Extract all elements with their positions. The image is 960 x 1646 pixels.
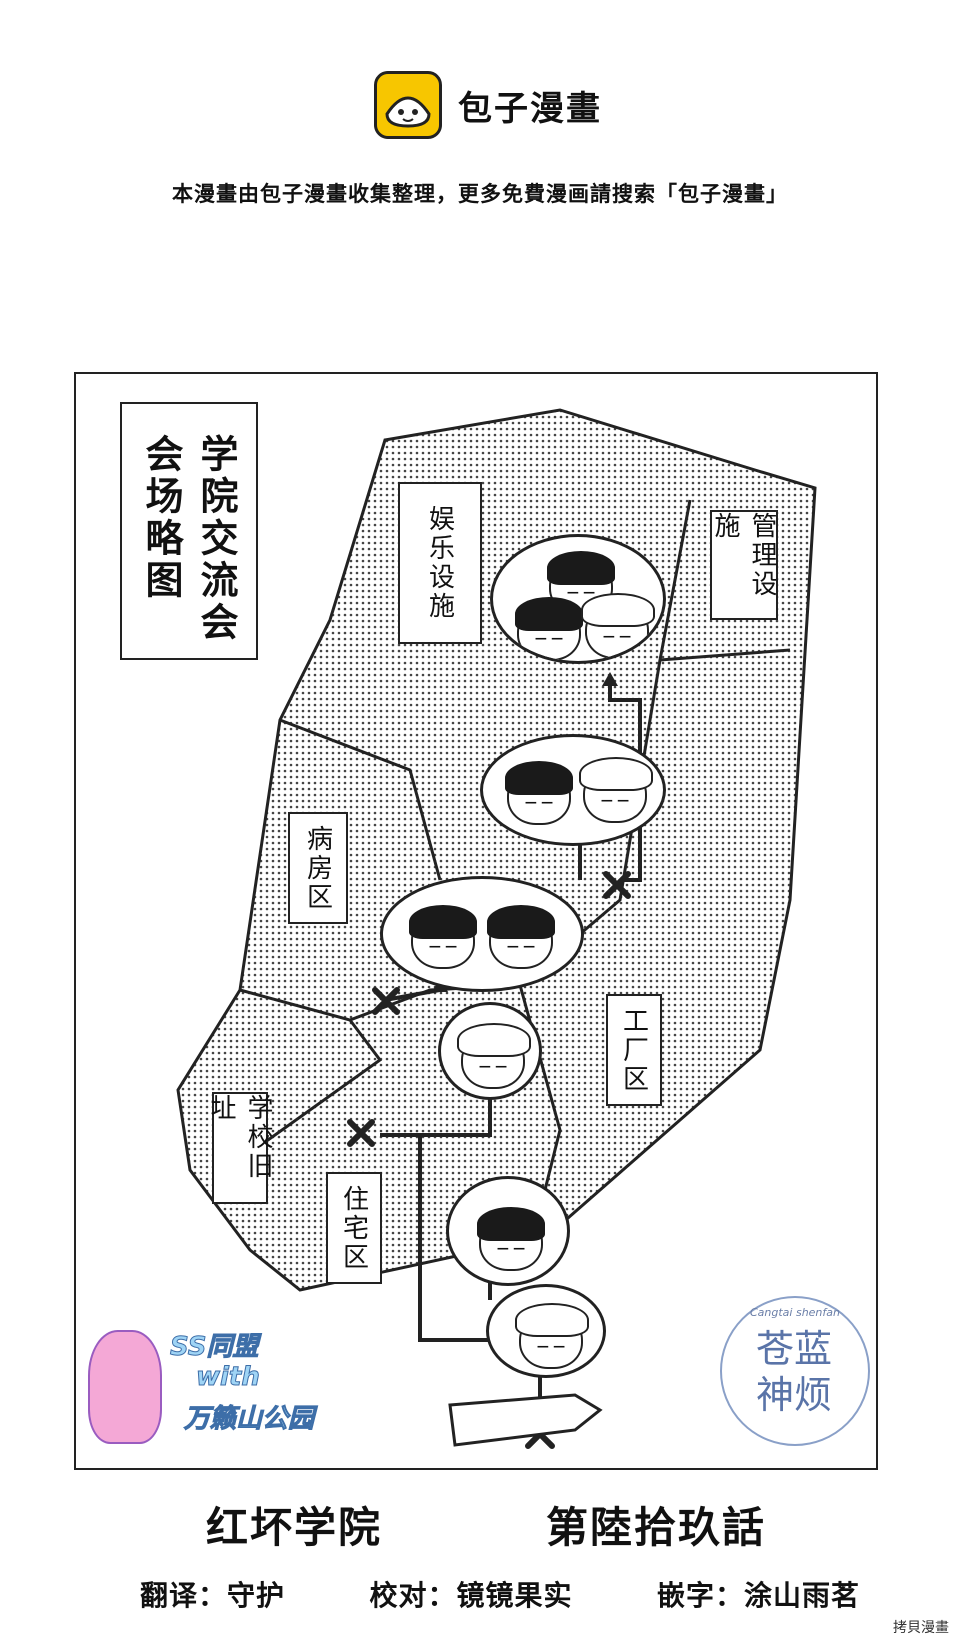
area-ward-text: 病房区 <box>302 824 333 912</box>
credits-row: 翻译：守护 校对：镜镜果实 嵌字：涂山雨茗 <box>140 1574 860 1614</box>
credit-name: 守护 <box>227 1579 286 1612</box>
brand-header: 包子漫畫 <box>374 70 602 140</box>
credit-role: 嵌字： <box>656 1579 744 1612</box>
stamp-left-line1: SS同盟 <box>170 1332 260 1363</box>
area-management-text: 管理设施 <box>710 512 777 599</box>
character-bubble <box>490 534 666 664</box>
stamp-left-line2: with <box>196 1362 261 1393</box>
bun-logo-icon <box>374 71 442 139</box>
mascot-girl-icon <box>88 1330 162 1444</box>
map-title-box: 学院交流会会场略图 <box>120 402 258 660</box>
character-bubble <box>480 734 666 846</box>
credit-role: 翻译： <box>140 1579 228 1612</box>
area-label-factory: 工厂区 <box>606 994 662 1106</box>
route-line <box>380 680 642 1400</box>
stamp-right-chars: 苍蓝神烦 <box>755 1327 832 1417</box>
character-face <box>515 1303 589 1369</box>
brand-title: 包子漫畫 <box>458 88 602 129</box>
character-face <box>409 905 477 969</box>
character-face <box>579 757 653 823</box>
credit-typeset: 嵌字：涂山雨茗 <box>657 1574 860 1614</box>
district-border <box>659 648 791 662</box>
stamp-left-line3: 万籁山公园 <box>183 1404 315 1435</box>
character-face <box>581 593 655 659</box>
stamp-right-ring-text: Cangtai shenfan <box>749 1306 840 1319</box>
area-label-ward: 病房区 <box>288 812 348 924</box>
area-entertainment-text: 娱乐设施 <box>424 505 455 621</box>
map-title: 学院交流会会场略图 <box>139 434 238 644</box>
credit-proofread: 校对：镜镜果实 <box>369 1574 572 1614</box>
character-face <box>477 1207 545 1271</box>
character-face <box>505 761 573 825</box>
credit-role: 校对： <box>369 1579 457 1612</box>
start-signpost <box>448 1393 603 1447</box>
source-watermark: 拷貝漫畫 <box>890 1616 952 1638</box>
credit-name: 镜镜果实 <box>456 1579 573 1612</box>
credit-name: 涂山雨茗 <box>743 1579 860 1612</box>
district-border <box>279 718 442 881</box>
area-label-residential: 住宅区 <box>326 1172 382 1284</box>
character-face <box>487 905 555 969</box>
character-bubble <box>486 1284 606 1378</box>
translation-group-stamp: SS同盟 with 万籁山公园 <box>84 1318 374 1448</box>
area-label-old-school: 学校旧址 <box>206 1092 273 1204</box>
character-bubble <box>380 876 584 992</box>
source-notice: 本漫畫由包子漫畫收集整理，更多免費漫画請搜索「包子漫畫」 <box>172 182 788 206</box>
character-face <box>515 597 583 661</box>
area-label-entertainment: 娱乐设施 <box>398 482 482 644</box>
partner-group-stamp: Cangtai shenfan 苍蓝神烦 <box>720 1296 870 1446</box>
series-title: 红坏学院 <box>206 1503 383 1552</box>
district-border <box>239 988 383 1162</box>
area-residential-text: 住宅区 <box>338 1184 369 1272</box>
credit-translation: 翻译：守护 <box>140 1574 285 1614</box>
chapter-title: 第陸拾玖話 <box>546 1503 767 1552</box>
area-old-school-text: 学校旧址 <box>206 1094 273 1181</box>
character-bubble <box>446 1176 570 1286</box>
character-face <box>457 1023 531 1089</box>
area-label-management: 管理设施 <box>710 510 778 620</box>
character-bubble <box>438 1002 542 1100</box>
area-factory-text: 工厂区 <box>618 1006 649 1094</box>
